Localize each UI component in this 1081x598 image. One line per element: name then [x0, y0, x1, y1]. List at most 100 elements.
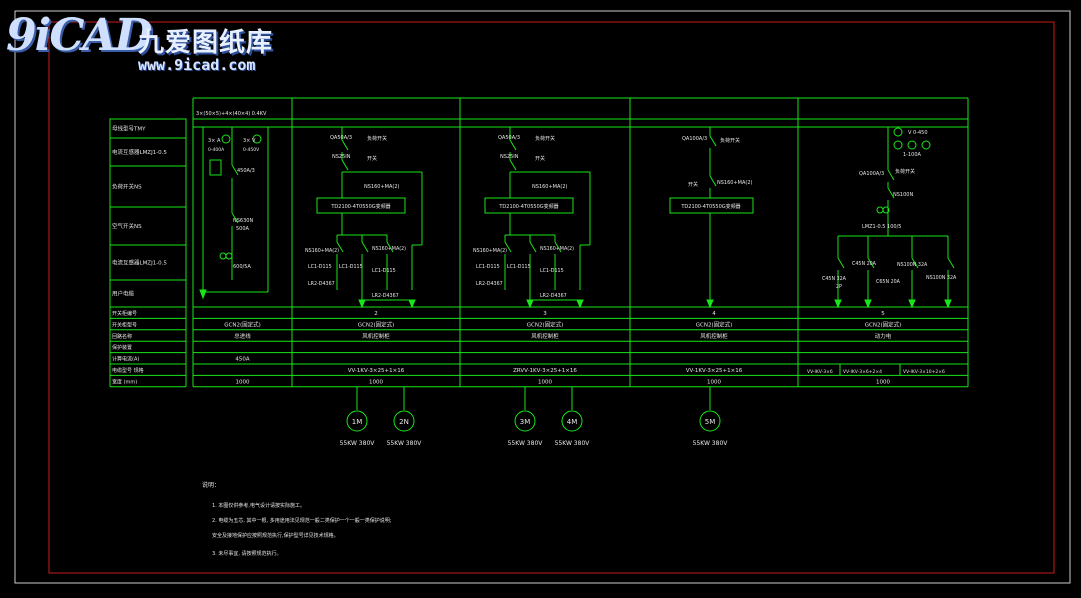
device-label: NS160+MA(2): [372, 246, 406, 252]
motor-symbol: [393, 410, 415, 432]
motor-rating: 55KW 380V: [340, 440, 376, 447]
ct-symbol: [882, 206, 890, 214]
sub-cable-text: VV-IKV-3×10+2×6: [903, 369, 945, 375]
switch-blade: [231, 212, 239, 224]
device-label: NS160+MA(2): [717, 180, 753, 186]
device-label: NS630N: [233, 218, 253, 224]
table-cell-text: 风机控制柜: [362, 332, 390, 340]
device-label: NS160+MA(2): [364, 184, 400, 190]
table-cell-text: 450A: [235, 357, 249, 363]
switch-blade: [361, 241, 369, 253]
device-label: 3× A: [208, 138, 221, 144]
device-label: C65N 20A: [876, 279, 901, 285]
switch-blade: [709, 175, 717, 187]
notes-title: 说明：: [202, 481, 220, 489]
device-label: 0-450V: [243, 147, 260, 153]
table-cell-text: 1000: [369, 379, 383, 385]
site-logo[interactable]: 9iCAD 九爱图纸库 www.9icad.com: [6, 10, 306, 80]
table-cell-text: 动力电: [875, 332, 892, 340]
device-label: QA100A/3: [859, 171, 884, 177]
device-label: 负荷开关: [367, 135, 387, 142]
voltmeter-symbol: [893, 127, 903, 137]
table-cell-text: VV-1KV-3×25+1×16: [686, 368, 743, 374]
down-arrow: [706, 299, 714, 309]
motor-id: 4M: [567, 418, 578, 426]
ammeter-symbol: [921, 140, 931, 150]
device-label: NS25IN: [332, 154, 351, 160]
device-label: QA50A/3: [498, 135, 520, 141]
sub-cable-text: VV-IKV-3×6: [807, 369, 833, 375]
note-item: 2. 电缆为五芯, 其中一根, 多用途用法见规范一般二类保护一个一般一类保护说明…: [212, 517, 392, 524]
device-label: QA100A/3: [682, 136, 707, 142]
switch-blade: [709, 135, 717, 147]
switch-blade: [887, 169, 895, 181]
device-label: 600/5A: [233, 264, 251, 270]
table-cell-text: 总进线: [234, 332, 251, 340]
note-item: 1. 本图仅供参考,电气设计请按实际施工。: [212, 502, 305, 509]
notes-block: 说明： 1. 本图仅供参考,电气设计请按实际施工。 2. 电缆为五芯, 其中一根, …: [202, 481, 392, 557]
row-label-text: 计算电流(A): [112, 356, 139, 363]
switch-blade: [341, 139, 349, 151]
switch-blade: [509, 159, 517, 171]
busbar-label: 3×(50×5)+4×(40×4) 0.4KV: [196, 111, 267, 117]
device-label: NS160+MA(2): [473, 248, 507, 254]
row-label-text: 宽度 (mm): [112, 378, 137, 385]
device-label: LR2-D4367: [372, 293, 399, 299]
row-label-text: 开关柜型号: [112, 321, 137, 328]
ground-arrow: [199, 289, 207, 300]
switch-blade: [887, 187, 895, 199]
device-label: 负荷开关: [720, 137, 740, 144]
down-arrow: [834, 299, 842, 309]
table-cell-text: 1000: [538, 379, 552, 385]
outer-frame: [14, 10, 1071, 584]
logo-url: www.9icad.com: [138, 56, 256, 74]
device-label: NS100N 32A: [897, 262, 928, 268]
device-label: 2P: [836, 284, 842, 290]
inverter-label: TD2100-4T0550G变频器: [330, 203, 390, 210]
inner-frame: [48, 21, 1055, 574]
note-item: 安全及接地保护应按照规范执行,保护型号详见技术规格。: [212, 532, 339, 539]
down-arrow: [908, 299, 916, 309]
motor-id: 2N: [399, 418, 409, 426]
device-label: LR2-D4367: [476, 281, 503, 287]
down-arrow: [944, 299, 952, 309]
switch-blade: [341, 159, 349, 171]
table-cell-text: 4: [712, 311, 716, 317]
circuit-lines: [199, 127, 955, 432]
motor-rating: 55KW 380V: [508, 440, 544, 447]
device-label: 负荷开关: [895, 168, 915, 175]
table-cell-text: 1000: [876, 379, 890, 385]
switch-blade: [947, 257, 955, 269]
motor-id: 5M: [705, 418, 716, 426]
device-label: LC1-D115: [507, 264, 531, 270]
motor-id: 3M: [520, 418, 531, 426]
device-label: 负荷开关: [535, 135, 555, 142]
ammeter-symbol: [221, 134, 231, 144]
table-cell-text: 风机控制柜: [531, 332, 559, 340]
device-label: LC1-D115: [540, 268, 564, 274]
voltmeter-symbol: [252, 134, 262, 144]
row-label-text: 保护装置: [112, 344, 132, 351]
switch-blade: [867, 257, 875, 269]
meter-box: [209, 159, 222, 176]
device-label: 开关: [535, 155, 545, 162]
ct-symbol: [225, 252, 233, 260]
table-cell-text: 1000: [707, 379, 721, 385]
switch-blade: [231, 164, 239, 176]
table-cell-text: 风机控制柜: [700, 332, 728, 340]
table-cell-text: GCN2(固定式): [224, 320, 261, 328]
note-item: 3. 未尽事宜, 请按照规范执行。: [212, 550, 282, 557]
table-cell-text: 5: [881, 311, 885, 317]
table-cell-text: GCN2(固定式): [865, 320, 902, 328]
device-label: NS25IN: [500, 154, 519, 160]
device-label: 开关: [688, 181, 698, 188]
device-label: LC1-D115: [308, 264, 332, 270]
ammeter-symbol: [893, 140, 903, 150]
inverter-label: TD2100-4T0550G变频器: [680, 203, 740, 210]
motor-symbol: [561, 410, 583, 432]
down-arrow: [576, 299, 584, 309]
left-label-text: 母线型号TMY: [112, 125, 146, 133]
device-label: LMZ1-0.5 100/5: [862, 224, 901, 230]
